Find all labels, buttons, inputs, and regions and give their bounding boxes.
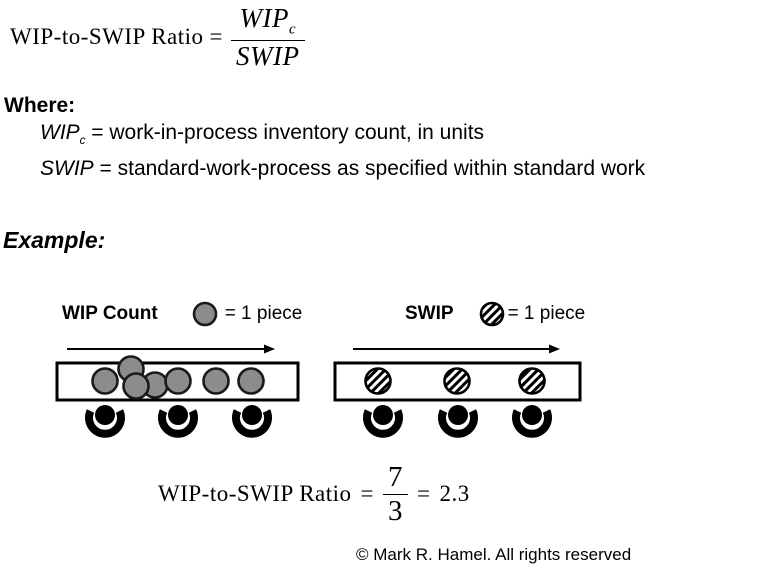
formula-lhs: WIP-to-SWIP Ratio — [10, 24, 204, 50]
operator-icon — [367, 405, 399, 434]
definition-swip: SWIP = standard-work-process as specifie… — [40, 157, 646, 181]
operator-icon — [442, 405, 474, 434]
equals-sign: = — [209, 24, 224, 50]
wip-diagram — [55, 344, 300, 448]
operator-icon — [236, 405, 268, 434]
wip-pieces — [91, 355, 265, 400]
swip-diagram — [333, 344, 582, 448]
wip-legend-label: = 1 piece — [224, 303, 303, 324]
formula-fraction: WIPc SWIP — [231, 3, 305, 70]
copyright-notice: © Mark R. Hamel. All rights reserved — [356, 545, 632, 564]
equals-sign: = — [417, 481, 431, 507]
swip-legend-row: SWIP = 1 piece — [405, 301, 585, 327]
equals-sign: = — [360, 481, 375, 507]
wip-to-swip-formula: WIP-to-SWIP Ratio = WIPc SWIP — [10, 4, 305, 70]
flow-arrow-icon — [67, 344, 275, 354]
wip-count-title: WIP Count — [62, 303, 158, 324]
swip-legend-label: = 1 piece — [507, 303, 586, 324]
operator-icon — [516, 405, 548, 434]
fraction-denominator: 3 — [383, 494, 409, 527]
swip-pieces — [364, 367, 546, 395]
example-heading: Example: — [3, 227, 106, 253]
formula-result: 2.3 — [439, 481, 470, 507]
numerator-subscript: c — [288, 21, 297, 38]
swip-piece-icon — [479, 301, 504, 327]
fraction-numerator: 7 — [388, 461, 404, 493]
flow-arrow-icon — [353, 344, 560, 354]
fraction-numerator: WIPc — [239, 3, 297, 38]
wip-legend-row: WIP Count = 1 piece — [62, 301, 302, 327]
operator-icon — [162, 405, 194, 434]
example-formula: WIP-to-SWIP Ratio = 7 3 = 2.3 — [158, 462, 470, 527]
operator-icon — [89, 405, 121, 434]
swip-title: SWIP — [405, 303, 454, 324]
where-heading: Where: — [4, 94, 76, 117]
example-fraction: 7 3 — [383, 461, 409, 527]
formula-lhs: WIP-to-SWIP Ratio — [158, 481, 352, 507]
fraction-denominator: SWIP — [231, 39, 305, 70]
wip-piece-icon — [192, 301, 217, 327]
where-block: Where: WIPc = work-in-process inventory … — [4, 93, 645, 191]
definition-wipc: WIPc = work-in-process inventory count, … — [40, 121, 485, 148]
